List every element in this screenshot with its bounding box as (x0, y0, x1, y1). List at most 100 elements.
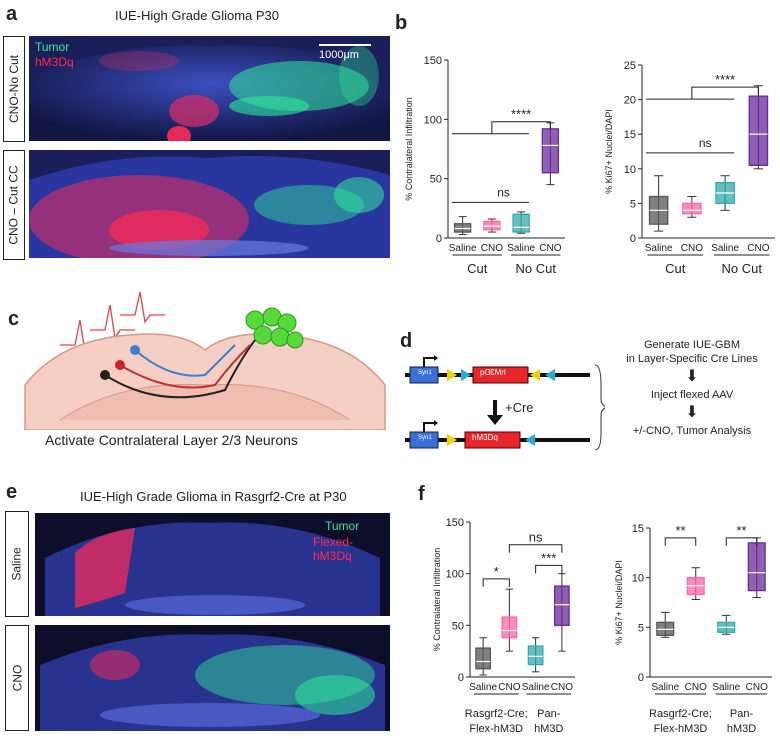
box (512, 213, 530, 233)
category-label: Saline (469, 682, 497, 693)
category-label: CNO (746, 682, 768, 693)
group-label: Flex-hM3D (469, 723, 523, 735)
construct-diagram (405, 355, 605, 450)
panel-f-letter: f (418, 483, 425, 505)
sig-annotation: *** (541, 550, 556, 565)
category-label: CNO (539, 243, 561, 254)
sig-annotation: **** (715, 72, 735, 87)
promoter-label-bottom: Syn1 (418, 435, 432, 441)
group-label: Flex-hM3D (654, 723, 708, 735)
y-tick-label: 100 (424, 114, 442, 126)
chart-f-right: 0 5 10 15 % Ki67+ Nuclei/DAPI Saline CNO Saline… (614, 523, 772, 735)
category-label: CNO (681, 243, 703, 254)
y-tick-label: 150 (424, 55, 442, 67)
group-label: Cut (467, 261, 488, 276)
panel-c-letter: c (8, 308, 20, 330)
brain-schematic (24, 291, 386, 430)
legend-flexed-hm3dq: Flexed-hM3Dq (313, 535, 354, 563)
row-label-saline: Saline (5, 511, 29, 617)
category-label: CNO (551, 682, 573, 693)
y-axis-label: % Ki67+ Nuclei/DAPI (614, 560, 624, 645)
step-3: +/-CNO, Tumor Analysis (632, 425, 752, 437)
panel-e-letter: e (6, 481, 18, 503)
y-axis-label: % Contralateral Infiltration (404, 97, 414, 201)
category-label: Saline (712, 682, 740, 693)
sig-annotation: ns (529, 530, 543, 545)
scale-bar-label: 1000μm (319, 49, 359, 61)
step-2: Inject flexed AAV (650, 389, 734, 401)
row-label-cno: CNO (5, 625, 29, 731)
workflow-steps: Generate IUE-GBM in Layer-Specific Cre L… (612, 338, 772, 438)
group-label: Pan- (537, 708, 561, 720)
group-label: No Cut (516, 261, 557, 276)
sig-bracket (491, 121, 551, 134)
micrograph-cno (35, 625, 390, 731)
category-label: Saline (651, 682, 679, 693)
box (747, 542, 766, 592)
sig-annotation: * (494, 564, 499, 579)
arrow-down-icon: ⬇ (685, 368, 699, 385)
y-tick-label: 0 (436, 233, 442, 245)
panel-d-letter: d (400, 330, 413, 352)
y-tick-label: 5 (638, 622, 644, 634)
step-1b: in Layer-Specific Cre Lines (626, 353, 758, 365)
micrograph-saline: Tumor Flexed-hM3Dq (35, 513, 390, 616)
box (475, 647, 491, 670)
panel-e-title: IUE-High Grade Glioma in Rasgrf2-Cre at … (80, 489, 347, 504)
box (527, 645, 544, 666)
y-tick-label: 50 (430, 174, 442, 186)
arrow-down-icon: ⬇ (685, 404, 699, 421)
group-label: No Cut (722, 261, 763, 276)
group-label: Rasgrf2-Cre; (649, 708, 712, 720)
scale-bar (319, 44, 371, 46)
group-label: hM3D (727, 723, 756, 735)
category-label: CNO (747, 243, 769, 254)
category-label: Saline (449, 243, 477, 254)
sig-bracket (535, 564, 563, 574)
chart-b-left: 0 50 100 150 % Contralateral InfiltrationSal… (404, 55, 565, 276)
sig-annotation: ns (497, 185, 510, 199)
step-1a: Generate IUE-GBM (644, 339, 740, 351)
sig-annotation: **** (511, 107, 531, 122)
category-label: Saline (645, 243, 673, 254)
group-label: Rasgrf2-Cre; (465, 708, 528, 720)
sig-bracket (508, 544, 563, 553)
y-tick-label: 0 (630, 233, 636, 245)
plus-cre-label: +Cre (505, 400, 534, 415)
panel-a-title: IUE-High Grade Glioma P30 (115, 8, 280, 23)
y-tick-label: 15 (624, 129, 636, 141)
sig-bracket (664, 537, 697, 546)
sig-bracket (691, 86, 759, 100)
sig-annotation: ns (699, 136, 712, 150)
panel-a-letter: a (6, 3, 18, 25)
y-tick-label: 15 (632, 523, 644, 535)
gene-label-bottom: hM3Dq (472, 433, 498, 442)
legend-tumor-e: Tumor (325, 519, 360, 533)
panel-b-letter: b (395, 12, 408, 34)
legend-tumor: Tumor (35, 40, 70, 54)
micrograph-no-cut: Tumor hM3Dq 1000μm (29, 36, 390, 141)
category-label: CNO (481, 243, 503, 254)
y-tick-label: 20 (624, 95, 636, 107)
y-tick-label: 0 (638, 672, 644, 684)
group-label: hM3D (534, 723, 563, 735)
panel-c-caption: Activate Contralateral Layer 2/3 Neurons (45, 432, 298, 448)
y-axis-label: % Ki67+ Nuclei/DAPI (604, 109, 614, 194)
category-label: CNO (685, 682, 707, 693)
sig-bracket (725, 537, 758, 546)
y-tick-label: 10 (632, 573, 644, 585)
y-tick-label: 0 (458, 672, 464, 684)
group-label: Pan- (730, 708, 754, 720)
box (554, 585, 570, 626)
sig-annotation: ** (675, 523, 685, 538)
box (682, 202, 702, 215)
y-tick-label: 25 (624, 60, 636, 72)
y-tick-label: 10 (624, 164, 636, 176)
y-axis-label: % Contralateral Infiltration (432, 548, 442, 652)
y-tick-label: 150 (446, 517, 464, 529)
sig-annotation: ** (736, 523, 746, 538)
